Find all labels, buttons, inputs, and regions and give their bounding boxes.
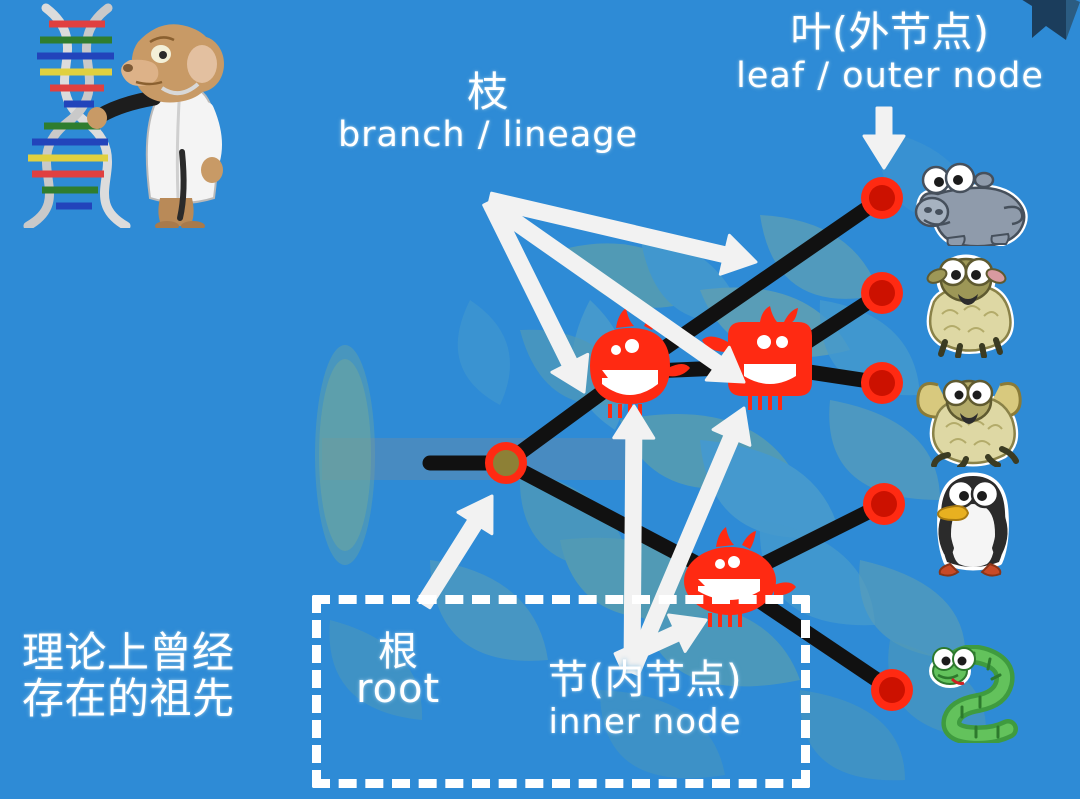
inner-node-label: 节(内节点) inner node bbox=[510, 660, 780, 739]
root-node bbox=[485, 442, 527, 484]
corner-ribbon-decoration bbox=[1016, 0, 1080, 48]
ancestor-highlight-box bbox=[312, 595, 810, 788]
leaf-node-hippo bbox=[861, 177, 903, 219]
root-label-en: root bbox=[356, 665, 441, 712]
sheep-icon bbox=[912, 250, 1024, 359]
ancestor-label-line2: 存在的祖先 bbox=[22, 674, 235, 724]
branch-label: 枝 branch / lineage bbox=[318, 68, 658, 155]
leaf-node-snake bbox=[871, 669, 913, 711]
ram-icon bbox=[908, 355, 1028, 470]
tree-leaf-nodes bbox=[861, 177, 913, 711]
ancestor-label-line1: 理论上曾经 bbox=[22, 628, 235, 677]
inner-arrow-1 bbox=[612, 404, 656, 674]
snake-icon bbox=[928, 644, 1038, 746]
ancestor-label: 理论上曾经 存在的祖先 bbox=[22, 628, 235, 724]
leaf-label: 叶(外节点) leaf / outer node bbox=[700, 8, 1080, 96]
branch-label-en: branch / lineage bbox=[337, 114, 639, 155]
root-label-cn: 根 bbox=[378, 629, 419, 675]
tree-root-node bbox=[485, 442, 527, 484]
root-label: 根 root bbox=[356, 632, 440, 710]
leaf-node-sheep bbox=[861, 272, 903, 314]
branch-arrow-mid bbox=[484, 196, 746, 384]
leaf-arrow bbox=[862, 106, 906, 170]
hippo-icon bbox=[908, 150, 1028, 250]
tree-branch bbox=[622, 190, 890, 380]
inner-node-label-cn: 节(内节点) bbox=[547, 657, 743, 703]
leaf-node-penguin bbox=[863, 483, 905, 525]
root-arrow bbox=[416, 494, 494, 610]
mouse-scientist-with-dna-icon bbox=[4, 2, 226, 231]
inner-node-label-en: inner node bbox=[548, 701, 742, 742]
inner-arrow-3 bbox=[613, 613, 708, 668]
branch-label-cn: 枝 bbox=[467, 68, 509, 116]
branch-arrow-right bbox=[486, 191, 758, 276]
inner-node-2 bbox=[702, 306, 812, 410]
leaf-node-ram bbox=[861, 362, 903, 404]
inner-arrow-2 bbox=[624, 406, 752, 677]
leaf-label-cn: 叶(外节点) bbox=[790, 8, 990, 56]
tree-inner-nodes bbox=[590, 306, 812, 627]
penguin-icon bbox=[928, 470, 1018, 580]
leaf-label-en: leaf / outer node bbox=[736, 55, 1044, 96]
